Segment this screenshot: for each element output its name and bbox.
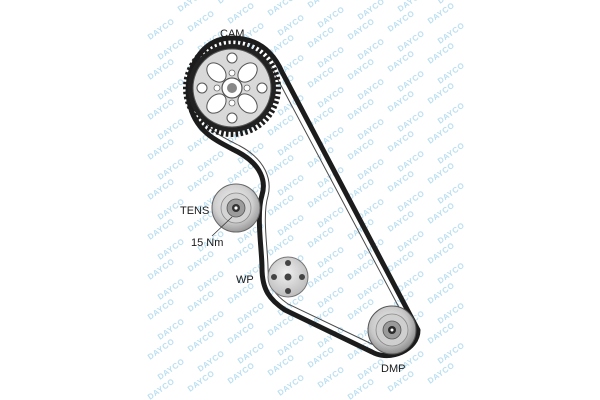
cam-window	[206, 62, 227, 83]
cam-inner-hole	[213, 84, 221, 92]
watermark-text: DAYCO	[226, 1, 256, 26]
cam-tooth	[268, 62, 276, 68]
cam-window	[206, 93, 227, 114]
damper-label: DMP	[381, 363, 405, 375]
watermark-text: DAYCO	[176, 0, 206, 14]
watermark-text: DAYCO	[146, 0, 176, 2]
tensioner-pulley	[211, 183, 261, 233]
cam-bolt-hole	[256, 82, 268, 94]
cam-tooth	[194, 115, 201, 122]
cam-tooth	[220, 129, 225, 137]
cam-center	[227, 83, 237, 93]
cam-bolt-hole	[226, 112, 238, 124]
cam-inner-hole	[228, 99, 236, 107]
cam-tooth	[274, 81, 281, 85]
torque-label: 15 Nm	[191, 237, 223, 249]
watermark-text: DAYCO	[216, 0, 246, 6]
watermark-text: DAYCO	[146, 17, 176, 42]
cam-tooth	[244, 128, 249, 136]
cam-tooth	[244, 40, 249, 48]
cam-tooth	[184, 71, 192, 76]
tensioner-label: TENS	[180, 205, 209, 217]
cam-bolt-hole	[226, 52, 238, 64]
water-pump-label: WP	[236, 274, 254, 286]
cam-tooth	[215, 128, 220, 136]
cam-inner-hole	[243, 84, 251, 92]
torque-leader-line	[211, 216, 233, 237]
watermark-text: DAYCO	[316, 365, 346, 390]
watermark-text: DAYCO	[266, 0, 296, 18]
cam-tooth	[183, 95, 191, 100]
cam-label: CAM	[220, 28, 244, 40]
cam-tooth	[239, 129, 244, 137]
cam-tooth	[194, 54, 201, 61]
cam-tooth	[215, 40, 220, 48]
cam-sprocket	[183, 39, 281, 137]
timing-belt	[185, 35, 421, 359]
watermark-text: DAYCO	[276, 373, 306, 398]
cam-tooth	[274, 91, 281, 95]
damper-pulley	[367, 305, 417, 355]
watermark-text: DAYCO	[346, 0, 376, 2]
watermark-text: DAYCO	[186, 9, 216, 34]
water-pump-pulley	[267, 256, 309, 298]
cam-inner-hole	[228, 69, 236, 77]
cam-tooth	[191, 112, 198, 118]
cam-tooth	[191, 58, 198, 64]
cam-bolt-hole	[196, 82, 208, 94]
watermark-text: DAYCO	[306, 0, 336, 10]
cam-tooth	[183, 76, 191, 81]
cam-windows	[196, 52, 268, 124]
cam-window	[237, 93, 258, 114]
cam-window	[237, 62, 258, 83]
cam-tooth	[239, 39, 244, 47]
cam-tooth	[268, 108, 276, 114]
cam-tooth	[220, 39, 225, 47]
cam-tooth	[184, 100, 192, 105]
